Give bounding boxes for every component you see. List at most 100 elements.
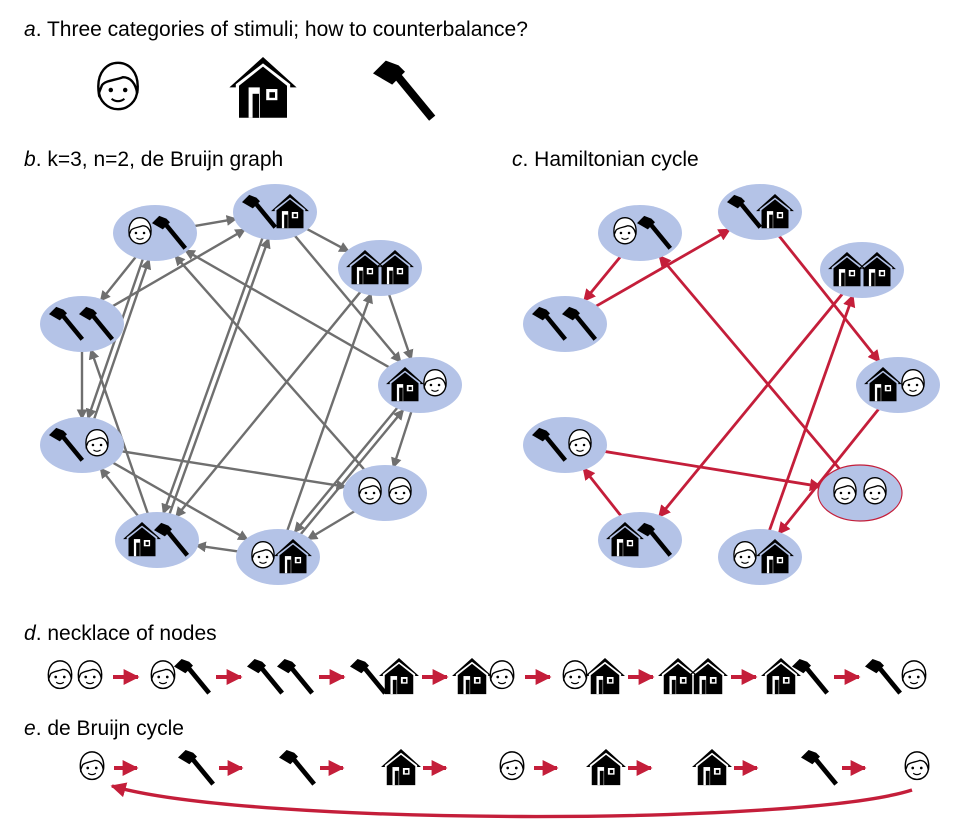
hammer-icon: [277, 659, 312, 693]
hammer-icon: [801, 750, 836, 784]
face-icon: [79, 751, 105, 781]
node-ellipse: [598, 512, 682, 568]
graph-edge: [777, 234, 881, 363]
node-ellipse: [40, 296, 124, 352]
node-ellipse: [820, 242, 904, 298]
graph-edge: [658, 254, 842, 472]
node-ellipse: [115, 512, 199, 568]
face-icon: [904, 751, 930, 781]
hammer-icon: [373, 61, 432, 119]
node-b-FHo: [236, 529, 320, 585]
face-icon: [128, 217, 152, 245]
node-c-HH: [820, 242, 904, 298]
node-ellipse: [236, 529, 320, 585]
graph-edge: [111, 228, 247, 308]
face-icon: [733, 541, 757, 569]
house-icon: [229, 57, 297, 118]
graph-edge: [777, 407, 881, 535]
panel-b-title: b. k=3, n=2, de Bruijn graph: [24, 148, 284, 171]
graph-edge: [99, 467, 140, 518]
panel-b-nodes: [40, 184, 462, 585]
house-icon: [688, 658, 728, 695]
cycle-return-arrow: [110, 782, 913, 819]
graph-edge: [92, 258, 152, 421]
panel-c-nodes: [523, 184, 940, 585]
graph-edge: [285, 292, 373, 533]
face-icon: [358, 477, 382, 505]
hammer-icon: [178, 750, 213, 784]
node-b-HF: [378, 357, 462, 413]
node-c-FHo: [718, 529, 802, 585]
face-icon: [568, 429, 592, 457]
panel-a-stimuli: [97, 57, 432, 119]
face-icon: [85, 429, 109, 457]
face-icon: [77, 660, 103, 690]
panel-d-title: d. necklace of nodes: [24, 622, 217, 645]
necklace-node: [247, 659, 312, 693]
node-ellipse: [523, 296, 607, 352]
node-b-FH: [113, 205, 197, 261]
house-icon: [658, 658, 698, 695]
graph-edge: [174, 290, 363, 518]
face-icon: [150, 660, 176, 690]
face-icon: [863, 477, 887, 505]
graph-edge: [184, 249, 391, 369]
node-ellipse: [338, 240, 422, 296]
node-ellipse: [113, 205, 197, 261]
panel-b-edges: [76, 215, 414, 553]
graph-edge: [193, 215, 238, 228]
necklace-node: [452, 658, 515, 695]
face-icon: [562, 660, 588, 690]
graph-edge: [582, 467, 623, 518]
graph-edge: [657, 292, 845, 519]
face-icon: [489, 660, 515, 690]
hammer-icon: [792, 659, 827, 693]
face-icon: [833, 477, 857, 505]
node-b-HoHm: [115, 512, 199, 568]
house-icon: [586, 749, 626, 786]
node-ellipse: [233, 184, 317, 240]
panel-c-edges: [582, 228, 881, 535]
node-ellipse: [378, 357, 462, 413]
node-ellipse: [718, 529, 802, 585]
face-icon: [251, 541, 275, 569]
graph-edge: [594, 228, 732, 308]
graph-edge: [298, 408, 405, 537]
face-icon: [423, 369, 447, 397]
node-ellipse: [817, 464, 903, 522]
necklace-node: [350, 658, 419, 694]
node-ellipse: [856, 357, 940, 413]
graph-edge: [167, 237, 271, 517]
node-ellipse: [343, 465, 427, 521]
graph-edge: [195, 541, 240, 553]
panel-e-cycle: [79, 749, 930, 819]
graph-edge: [582, 255, 623, 303]
node-ellipse: [40, 417, 124, 473]
house-icon: [381, 749, 421, 786]
house-icon: [379, 658, 419, 695]
necklace-node: [47, 660, 103, 690]
hammer-icon: [350, 659, 385, 693]
graph-edge: [767, 294, 856, 533]
necklace-node: [562, 658, 625, 695]
graph-edge: [111, 461, 249, 541]
node-b-HH: [338, 240, 422, 296]
graph-edge: [305, 227, 351, 253]
node-b-HmHm: [40, 296, 124, 352]
graph-edge: [391, 410, 413, 469]
node-c-FF: [817, 464, 903, 522]
hammer-icon: [865, 659, 900, 693]
face-icon: [613, 217, 637, 245]
panel-d-necklace: [47, 658, 927, 695]
panel-e-title: e. de Bruijn cycle: [24, 717, 184, 740]
necklace-node: [865, 659, 927, 693]
graph-edge: [99, 255, 138, 302]
necklace-node: [658, 658, 728, 695]
hammer-icon: [279, 750, 314, 784]
house-icon: [452, 658, 492, 695]
face-icon: [388, 477, 412, 505]
graph-edge: [306, 509, 357, 541]
graph-edge: [88, 348, 150, 516]
node-c-HmH: [718, 184, 802, 240]
